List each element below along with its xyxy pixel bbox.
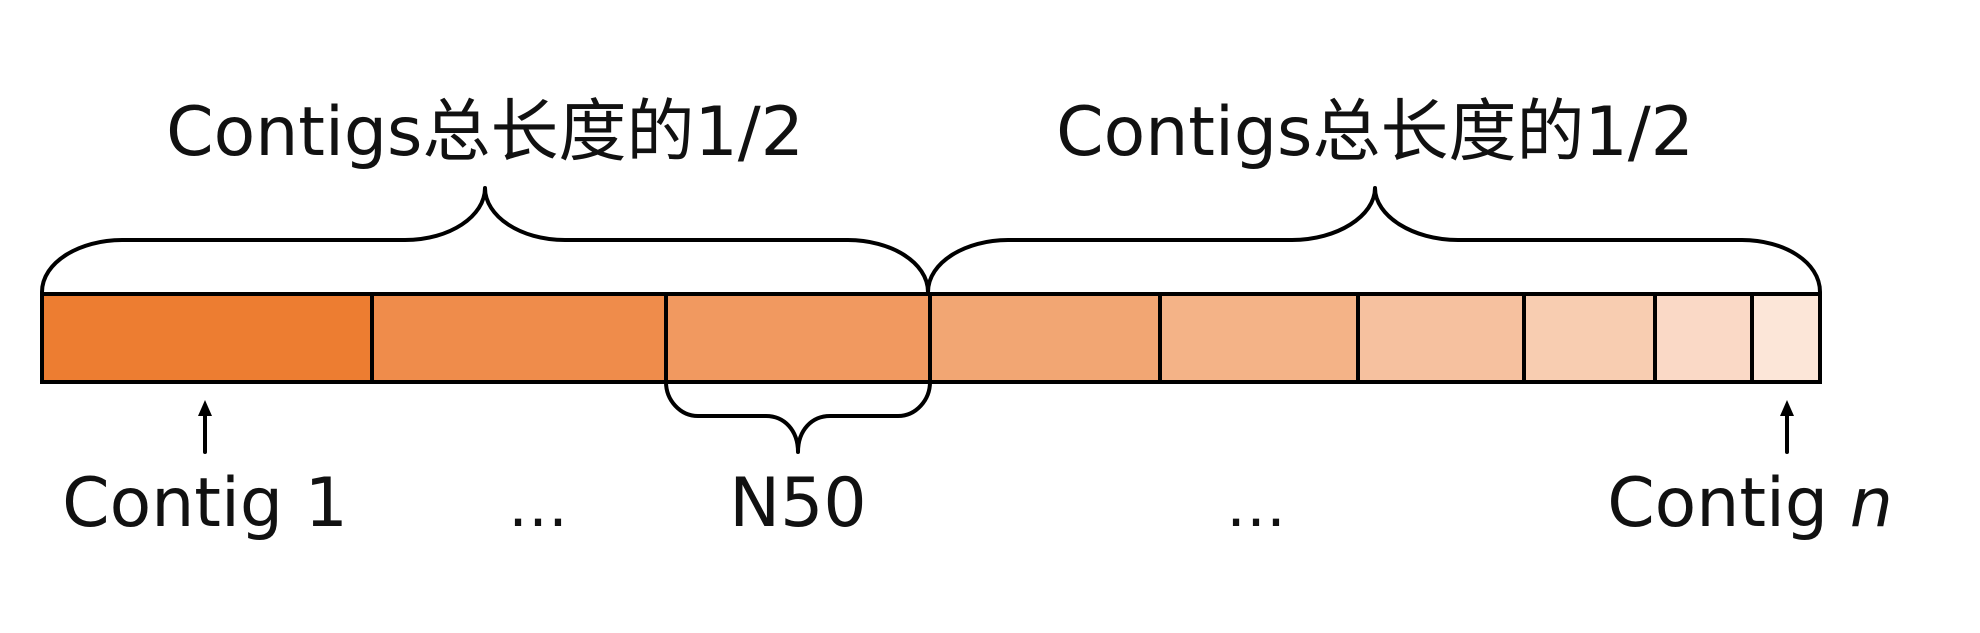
contig-1-label: Contig 1 (62, 464, 348, 543)
ellipsis-left: … (508, 471, 568, 541)
contig-segment-5 (1158, 292, 1360, 384)
contig-n-prefix: Contig (1607, 464, 1850, 543)
contig-segment-2 (370, 292, 668, 384)
left-half-brace (40, 186, 930, 294)
contig-segment-3 (664, 292, 932, 384)
right-half-brace (926, 186, 1822, 294)
right-half-label: Contigs总长度的1/2 (1056, 93, 1694, 172)
contig-segment-4 (928, 292, 1162, 384)
contig-segment-8 (1653, 292, 1754, 384)
contig-n-label: Contig n (1607, 464, 1893, 543)
contig-n-var: n (1850, 464, 1893, 543)
contig-segment-9 (1750, 292, 1822, 384)
contig-bar (40, 292, 1822, 384)
left-half-label: Contigs总长度的1/2 (166, 93, 804, 172)
contig-segment-6 (1356, 292, 1526, 384)
contig-1-arrow-head (198, 400, 212, 416)
contig-segment-7 (1522, 292, 1657, 384)
contig-segment-1 (40, 292, 374, 384)
n50-label: N50 (729, 464, 866, 543)
contig-n-arrow-head (1780, 400, 1794, 416)
n50-brace (664, 380, 932, 454)
ellipsis-right: … (1226, 471, 1286, 541)
